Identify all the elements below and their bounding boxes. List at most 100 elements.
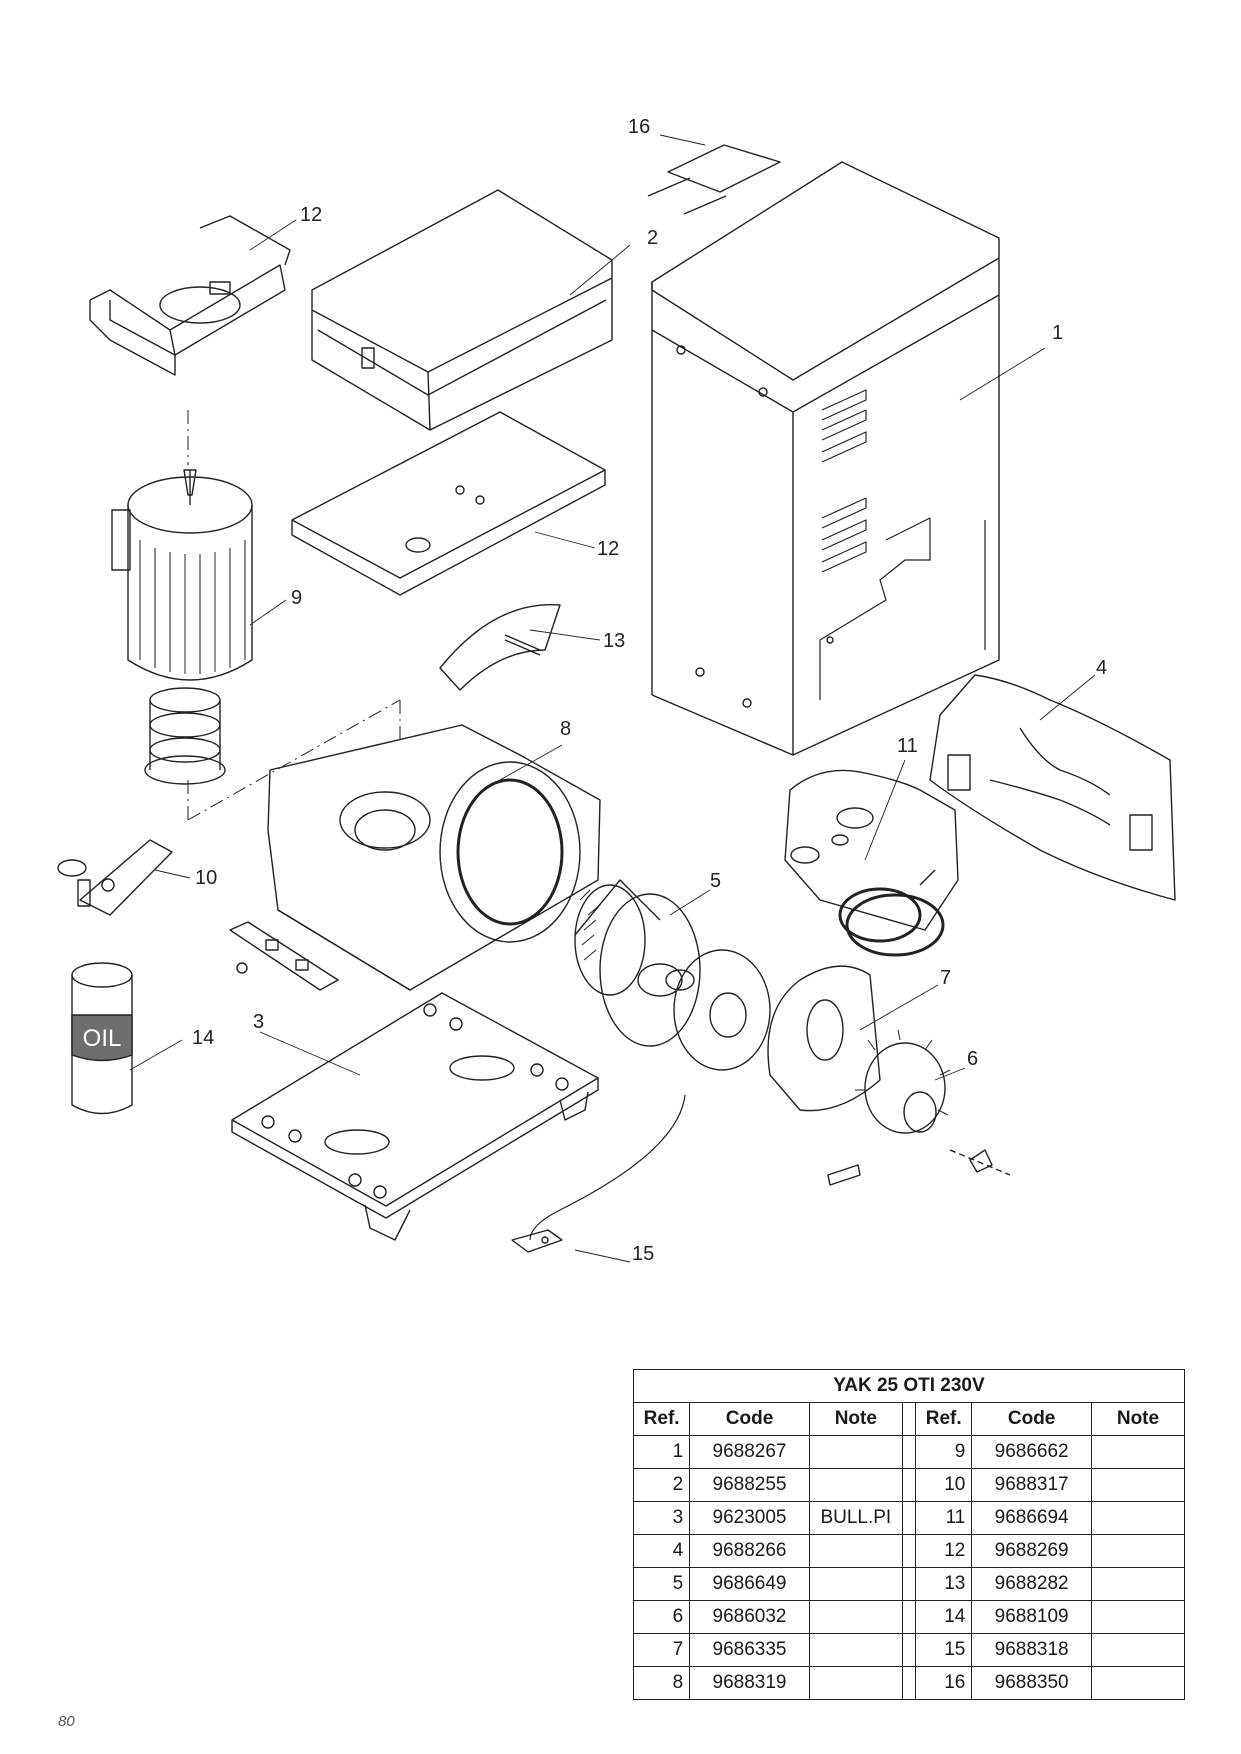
table-gap	[901, 1435, 917, 1469]
code-cell: 9686649	[689, 1567, 810, 1601]
ref-cell: 4	[632, 1534, 691, 1568]
part-13-bracket	[439, 603, 561, 691]
part-11-gasket-detail	[784, 769, 959, 957]
ref-cell: 7	[632, 1633, 691, 1667]
callout-15: 15	[632, 1243, 655, 1265]
part-8-gearbox	[267, 724, 601, 991]
code-cell: 9688350	[971, 1666, 1092, 1700]
callout-10: 10	[195, 867, 218, 889]
part-16-bracket	[647, 144, 781, 215]
part-12-upper-bracket	[89, 215, 291, 376]
table-gap	[901, 1402, 917, 1436]
parts-table-title-row: YAK 25 OTI 230V	[633, 1369, 1185, 1403]
ref-cell: 1	[632, 1435, 691, 1469]
note-cell	[808, 1567, 903, 1601]
table-gap	[901, 1534, 917, 1568]
table-gap	[901, 1468, 917, 1502]
code-cell: 9623005	[689, 1501, 810, 1535]
callout-5: 5	[710, 870, 722, 892]
note-cell	[808, 1666, 903, 1700]
note-cell	[1090, 1534, 1186, 1568]
note-cell	[808, 1600, 903, 1634]
oil-can-label: OIL	[83, 1025, 122, 1052]
callout-13: 13	[603, 630, 626, 652]
callout-14: 14	[192, 1027, 215, 1049]
part-4-release-detail	[929, 674, 1176, 901]
limit-switch-bracket	[229, 921, 339, 991]
ref-cell: 3	[632, 1501, 691, 1535]
note-cell	[1090, 1666, 1186, 1700]
callout-8: 8	[560, 718, 572, 740]
ref-cell: 10	[915, 1468, 973, 1502]
code-cell: 9686335	[689, 1633, 810, 1667]
note-cell	[1090, 1468, 1186, 1502]
callout-12-upper: 12	[300, 204, 323, 226]
note-cell: BULL.PI	[808, 1501, 903, 1535]
note-cell	[808, 1534, 903, 1568]
ref-cell: 9	[915, 1435, 973, 1469]
part-5-disc	[673, 949, 771, 1071]
part-12-plate	[291, 411, 606, 596]
part-14-oil-can	[71, 962, 133, 1115]
callout-3: 3	[253, 1011, 265, 1033]
part-6-pinion	[855, 1029, 1011, 1176]
part-2-control-box	[311, 189, 613, 431]
table-gap	[901, 1633, 917, 1667]
code-cell: 9688267	[689, 1435, 810, 1469]
callout-12-plate: 12	[597, 538, 620, 560]
header-code-left: Code	[689, 1402, 810, 1436]
ref-cell: 15	[915, 1633, 973, 1667]
note-cell	[808, 1633, 903, 1667]
note-cell	[1090, 1600, 1186, 1634]
header-note-right: Note	[1090, 1402, 1186, 1436]
table-gap	[901, 1666, 917, 1700]
table-gap	[901, 1567, 917, 1601]
header-note-left: Note	[808, 1402, 903, 1436]
code-cell: 9686032	[689, 1600, 810, 1634]
code-cell: 9686694	[971, 1501, 1092, 1535]
parts-table: YAK 25 OTI 230V Ref. Code Note Ref. Code…	[632, 1369, 1186, 1700]
callout-2: 2	[647, 227, 659, 249]
header-code-right: Code	[971, 1402, 1092, 1436]
note-cell	[1090, 1501, 1186, 1535]
note-cell	[1090, 1567, 1186, 1601]
callout-4: 4	[1096, 657, 1108, 679]
code-cell: 9688255	[689, 1468, 810, 1502]
callout-1: 1	[1052, 322, 1064, 344]
ref-cell: 6	[632, 1600, 691, 1634]
part-7-flange	[767, 965, 881, 1186]
callout-16: 16	[628, 116, 651, 138]
note-cell	[1090, 1633, 1186, 1667]
ref-cell: 11	[915, 1501, 973, 1535]
part-5-gear-shaft	[574, 879, 701, 1047]
ref-cell: 8	[632, 1666, 691, 1700]
ref-cell: 5	[632, 1567, 691, 1601]
parts-table-title: YAK 25 OTI 230V	[633, 1369, 1185, 1403]
part-1-cover	[651, 161, 1000, 756]
note-cell	[1090, 1435, 1186, 1469]
callout-11: 11	[897, 735, 918, 757]
table-gap	[901, 1600, 917, 1634]
code-cell: 9688318	[971, 1633, 1092, 1667]
part-3-base-plate	[231, 992, 599, 1241]
code-cell: 9688282	[971, 1567, 1092, 1601]
code-cell: 9688266	[689, 1534, 810, 1568]
callout-9: 9	[291, 587, 303, 609]
parts-table-header-row: Ref. Code Note Ref. Code Note	[632, 1402, 1186, 1436]
code-cell: 9688317	[971, 1468, 1092, 1502]
table-gap	[901, 1501, 917, 1535]
header-ref-left: Ref.	[632, 1402, 691, 1436]
part-15-sensor	[511, 1094, 686, 1253]
part-9-motor	[111, 469, 253, 785]
ref-cell: 14	[915, 1600, 973, 1634]
callout-7: 7	[940, 967, 952, 989]
callout-6: 6	[967, 1048, 979, 1070]
part-10-lever	[57, 839, 173, 916]
exploded-view-drawing: OIL	[57, 134, 1176, 1263]
